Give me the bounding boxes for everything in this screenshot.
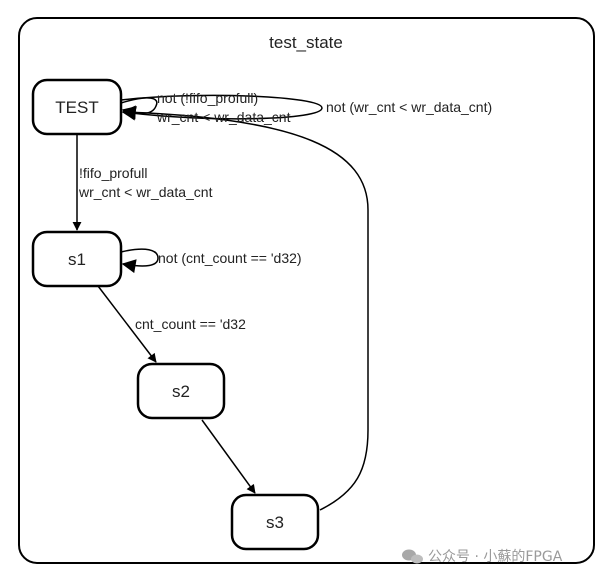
state-s3[interactable]: s3	[230, 493, 320, 551]
state-s1-label: s1	[68, 250, 86, 269]
watermark: 公众号 · 小蘇的FPGA	[402, 549, 563, 565]
transition-s2-to-s3	[201, 419, 256, 494]
label-test-to-s1-2: wr_cnt < wr_data_cnt	[78, 184, 213, 200]
transition-test-self-inner	[120, 97, 158, 120]
wechat-icon	[402, 549, 423, 564]
container-frame	[18, 17, 595, 564]
transition-s1-self	[120, 248, 159, 274]
transition-s3-to-test	[121, 105, 369, 511]
state-test-label: TEST	[55, 98, 98, 117]
label-test-to-s1-1: !fifo_profull	[79, 165, 147, 181]
state-s2[interactable]: s2	[136, 362, 226, 420]
state-test[interactable]: TEST	[31, 78, 123, 136]
container-title: test_state	[269, 33, 343, 52]
label-test-self-inner-2: wr_cnt < wr_data_cnt	[156, 109, 291, 125]
state-s2-label: s2	[172, 382, 190, 401]
state-s1[interactable]: s1	[31, 230, 123, 288]
watermark-text: 公众号 · 小蘇的FPGA	[428, 549, 563, 565]
transition-s1-to-s2	[97, 285, 157, 363]
label-test-self-inner-1: not (!fifo_profull)	[157, 90, 258, 106]
label-s1-self: not (cnt_count == 'd32)	[158, 250, 302, 266]
label-s1-to-s2: cnt_count == 'd32	[135, 316, 246, 332]
label-test-self-outer: not (wr_cnt < wr_data_cnt)	[326, 99, 492, 115]
state-s3-label: s3	[266, 513, 284, 532]
